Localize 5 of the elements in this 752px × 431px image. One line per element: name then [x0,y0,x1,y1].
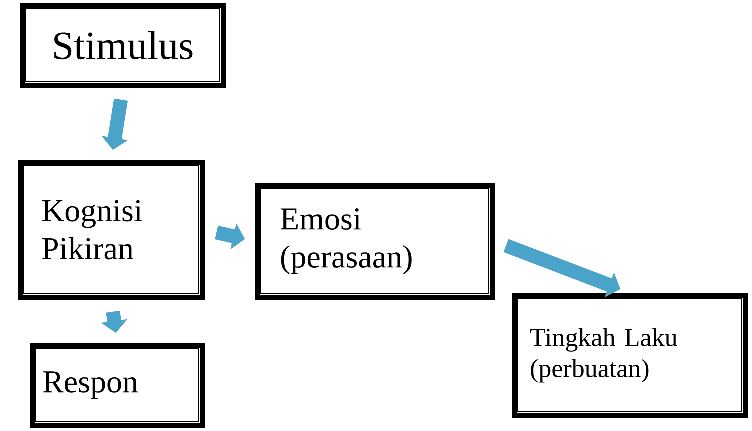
process-box: Stimulus [20,3,226,88]
process-box: Tingkah Laku (perbuatan) [512,293,748,418]
process-box: Kognisi Pikiran [18,160,205,300]
process-box: Respon [30,343,205,428]
process-box: Emosi (perasaan) [255,183,495,300]
